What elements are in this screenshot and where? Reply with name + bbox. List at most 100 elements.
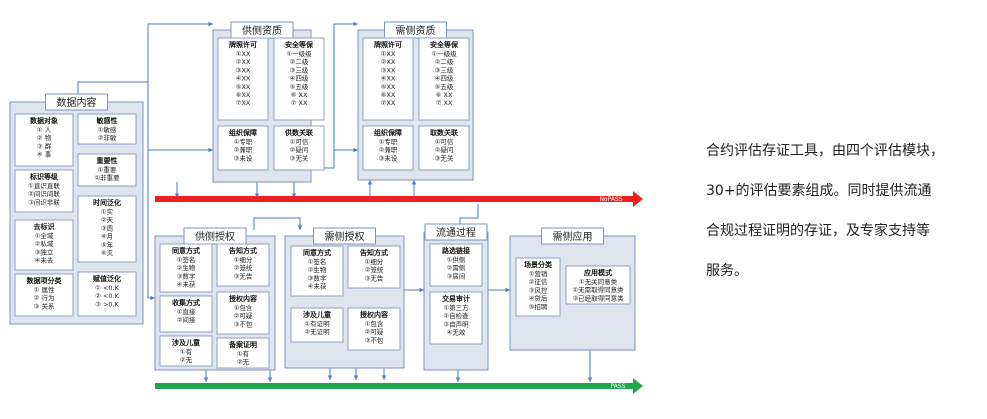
- supply-license-box-item: ①XX: [236, 50, 251, 58]
- data-time-box-item: ⑥灭: [101, 249, 114, 257]
- demand-license-box-frame: [362, 37, 414, 121]
- connector-data-to-supply-qual-arrowhead: [208, 21, 213, 27]
- data-idlevel-box-frame: [14, 169, 74, 213]
- connector-data-to-supply-branch: [147, 82, 213, 151]
- description-line-1: 合约评估存证工具，由四个评估模块，: [706, 143, 944, 159]
- demand-scene-box-title: 场景分类: [524, 260, 553, 269]
- circulation-link-box-title: 路选链接: [442, 246, 470, 255]
- connector-circulation-down-arrowhead: [455, 377, 461, 382]
- data-object-box-frame: [14, 113, 74, 167]
- demand-consent-box-item: ②生物: [308, 265, 327, 274]
- module-panels: 供侧资质牌照许可①XX②XX③XX④XX⑤XX⑥XX⑦XX安全等保①一级级②二级…: [9, 21, 636, 371]
- demand-related-box-item: ①可信: [435, 137, 454, 146]
- supply-notice-box-item: ①细分: [234, 255, 253, 264]
- supply-license-box-item: ④XX: [236, 75, 251, 83]
- connector-supply-qual-down-2-arrowhead: [254, 193, 260, 198]
- supply-record-box-title: 备案证明: [228, 340, 257, 349]
- connector-supply-auth-down-arrowhead: [267, 377, 273, 382]
- connector-demand-auth-down-1-arrowhead: [327, 375, 333, 380]
- data-deid-box-title: 去标识: [34, 222, 55, 231]
- supply-minor-box-title: 涉及儿童: [172, 338, 200, 347]
- demand-license-box-item: ⑤XX: [381, 83, 396, 91]
- demand-org-box-title: 组织保障: [374, 128, 402, 137]
- demand-consent-box-title: 同意方式: [303, 248, 331, 257]
- supply-security-box-title: 安全等保: [285, 40, 314, 49]
- demand-security-box-item: ③三级: [435, 65, 454, 74]
- supply-license-box-item: ②XX: [236, 58, 251, 66]
- connector-demand-auth-to-circulation-arrowhead: [419, 287, 424, 293]
- demand-license-box-item: ④XX: [381, 75, 396, 83]
- data-importance-box-item: ②非重要: [94, 173, 120, 182]
- supply-notice-box-item: ③无告: [234, 271, 253, 280]
- supply-org-box-frame: [217, 125, 269, 171]
- demand-minor-box-item: ①有证明: [304, 319, 330, 328]
- supply-related-box-item: ②疑问: [290, 145, 309, 154]
- data-object-box-item: ② 物: [37, 133, 52, 142]
- supply-content-box-frame: [216, 291, 270, 335]
- data-deid-box-item: ②私域: [35, 239, 54, 248]
- supply-license-box-title: 牌照许可: [229, 40, 257, 49]
- supply-auth-panel-title-box: [183, 227, 247, 245]
- supply-security-box-item: ④四级: [290, 74, 309, 83]
- demand-security-box-item: ①一级级: [431, 49, 457, 58]
- demand-mode-box-item: ③已经取得同意类: [572, 293, 624, 302]
- data-grading-box-title: 数据项分类: [27, 276, 63, 285]
- demand-scene-box-item: ②征信: [529, 277, 548, 286]
- data-idlevel-box-item: ①直识直联: [28, 181, 60, 190]
- demand-mode-box-title: 应用模式: [584, 268, 612, 277]
- connector-data-to-supply-qual: [77, 23, 213, 94]
- data-generalize-box-title: 赋值泛化: [93, 274, 121, 283]
- demand-security-box-item: ⑦ XX: [436, 99, 453, 107]
- circulation-audit-box-title: 交易审计: [442, 294, 470, 303]
- demand-org-box-item: ②兼职: [379, 145, 398, 154]
- demand-mode-box-item: ②无需取得同意类: [572, 285, 624, 294]
- demand-minor-box-item: ②无证明: [304, 328, 330, 336]
- supply-org-box-item: ②兼职: [234, 145, 253, 154]
- supply-related-box-frame: [273, 125, 325, 171]
- data-grading-box-item: ② 行为: [34, 293, 55, 302]
- supply-content-box-item: ①包含: [234, 303, 253, 312]
- connector-supply-qual-down-3-arrowhead: [291, 193, 297, 198]
- data-time-box-item: ②天: [101, 216, 114, 224]
- data-deid-box-item: ③独立: [35, 247, 54, 256]
- demand-minor-box-title: 涉及儿童: [303, 310, 331, 319]
- connector-data-to-supply-auth: [147, 150, 155, 299]
- supply-collect-box-frame: [159, 295, 213, 333]
- demand-org-box-item: ①专职: [379, 137, 398, 146]
- data-sensitivity-box-item: ②非敏: [98, 133, 117, 142]
- connector-supply-auth-down-2-arrowhead: [203, 377, 209, 382]
- demand-consent-box-frame: [290, 245, 344, 297]
- demand-notice-box-item: ②笼统: [365, 265, 384, 274]
- supply-minor-box-frame: [159, 335, 213, 367]
- demand-security-box-item: ⑥ XX: [436, 91, 453, 99]
- demand-scene-box-item: ⑤招聘: [529, 302, 548, 311]
- connector-lines: [77, 21, 593, 382]
- demand-related-box-item: ③无关: [435, 153, 454, 162]
- demand-security-box-title: 安全等保: [430, 40, 459, 49]
- demand-notice-box-frame: [347, 245, 401, 289]
- connector-supply-qual-down-1-arrowhead: [174, 193, 180, 198]
- supply-consent-box-item: ③数字: [177, 271, 196, 280]
- supply-related-box-title: 供数关联: [284, 128, 314, 137]
- data-deid-box-item: ①全域: [35, 231, 54, 240]
- data-idlevel-box-item: ③间识非联: [28, 197, 60, 206]
- supply-security-box-item: ③三级: [290, 65, 309, 74]
- circulation-link-box-item: ①供侧: [447, 255, 466, 264]
- data-content-panel-title: 数据内容: [57, 96, 97, 109]
- supply-notice-box-title: 告知方式: [229, 246, 257, 255]
- data-content-panel-title-box: [45, 93, 108, 111]
- demand-content-box-item: ③不包: [365, 335, 384, 344]
- demand-related-box-frame: [418, 125, 470, 171]
- data-time-box-title: 时间泛化: [93, 198, 121, 207]
- data-deid-box-item: ④未去: [35, 256, 54, 265]
